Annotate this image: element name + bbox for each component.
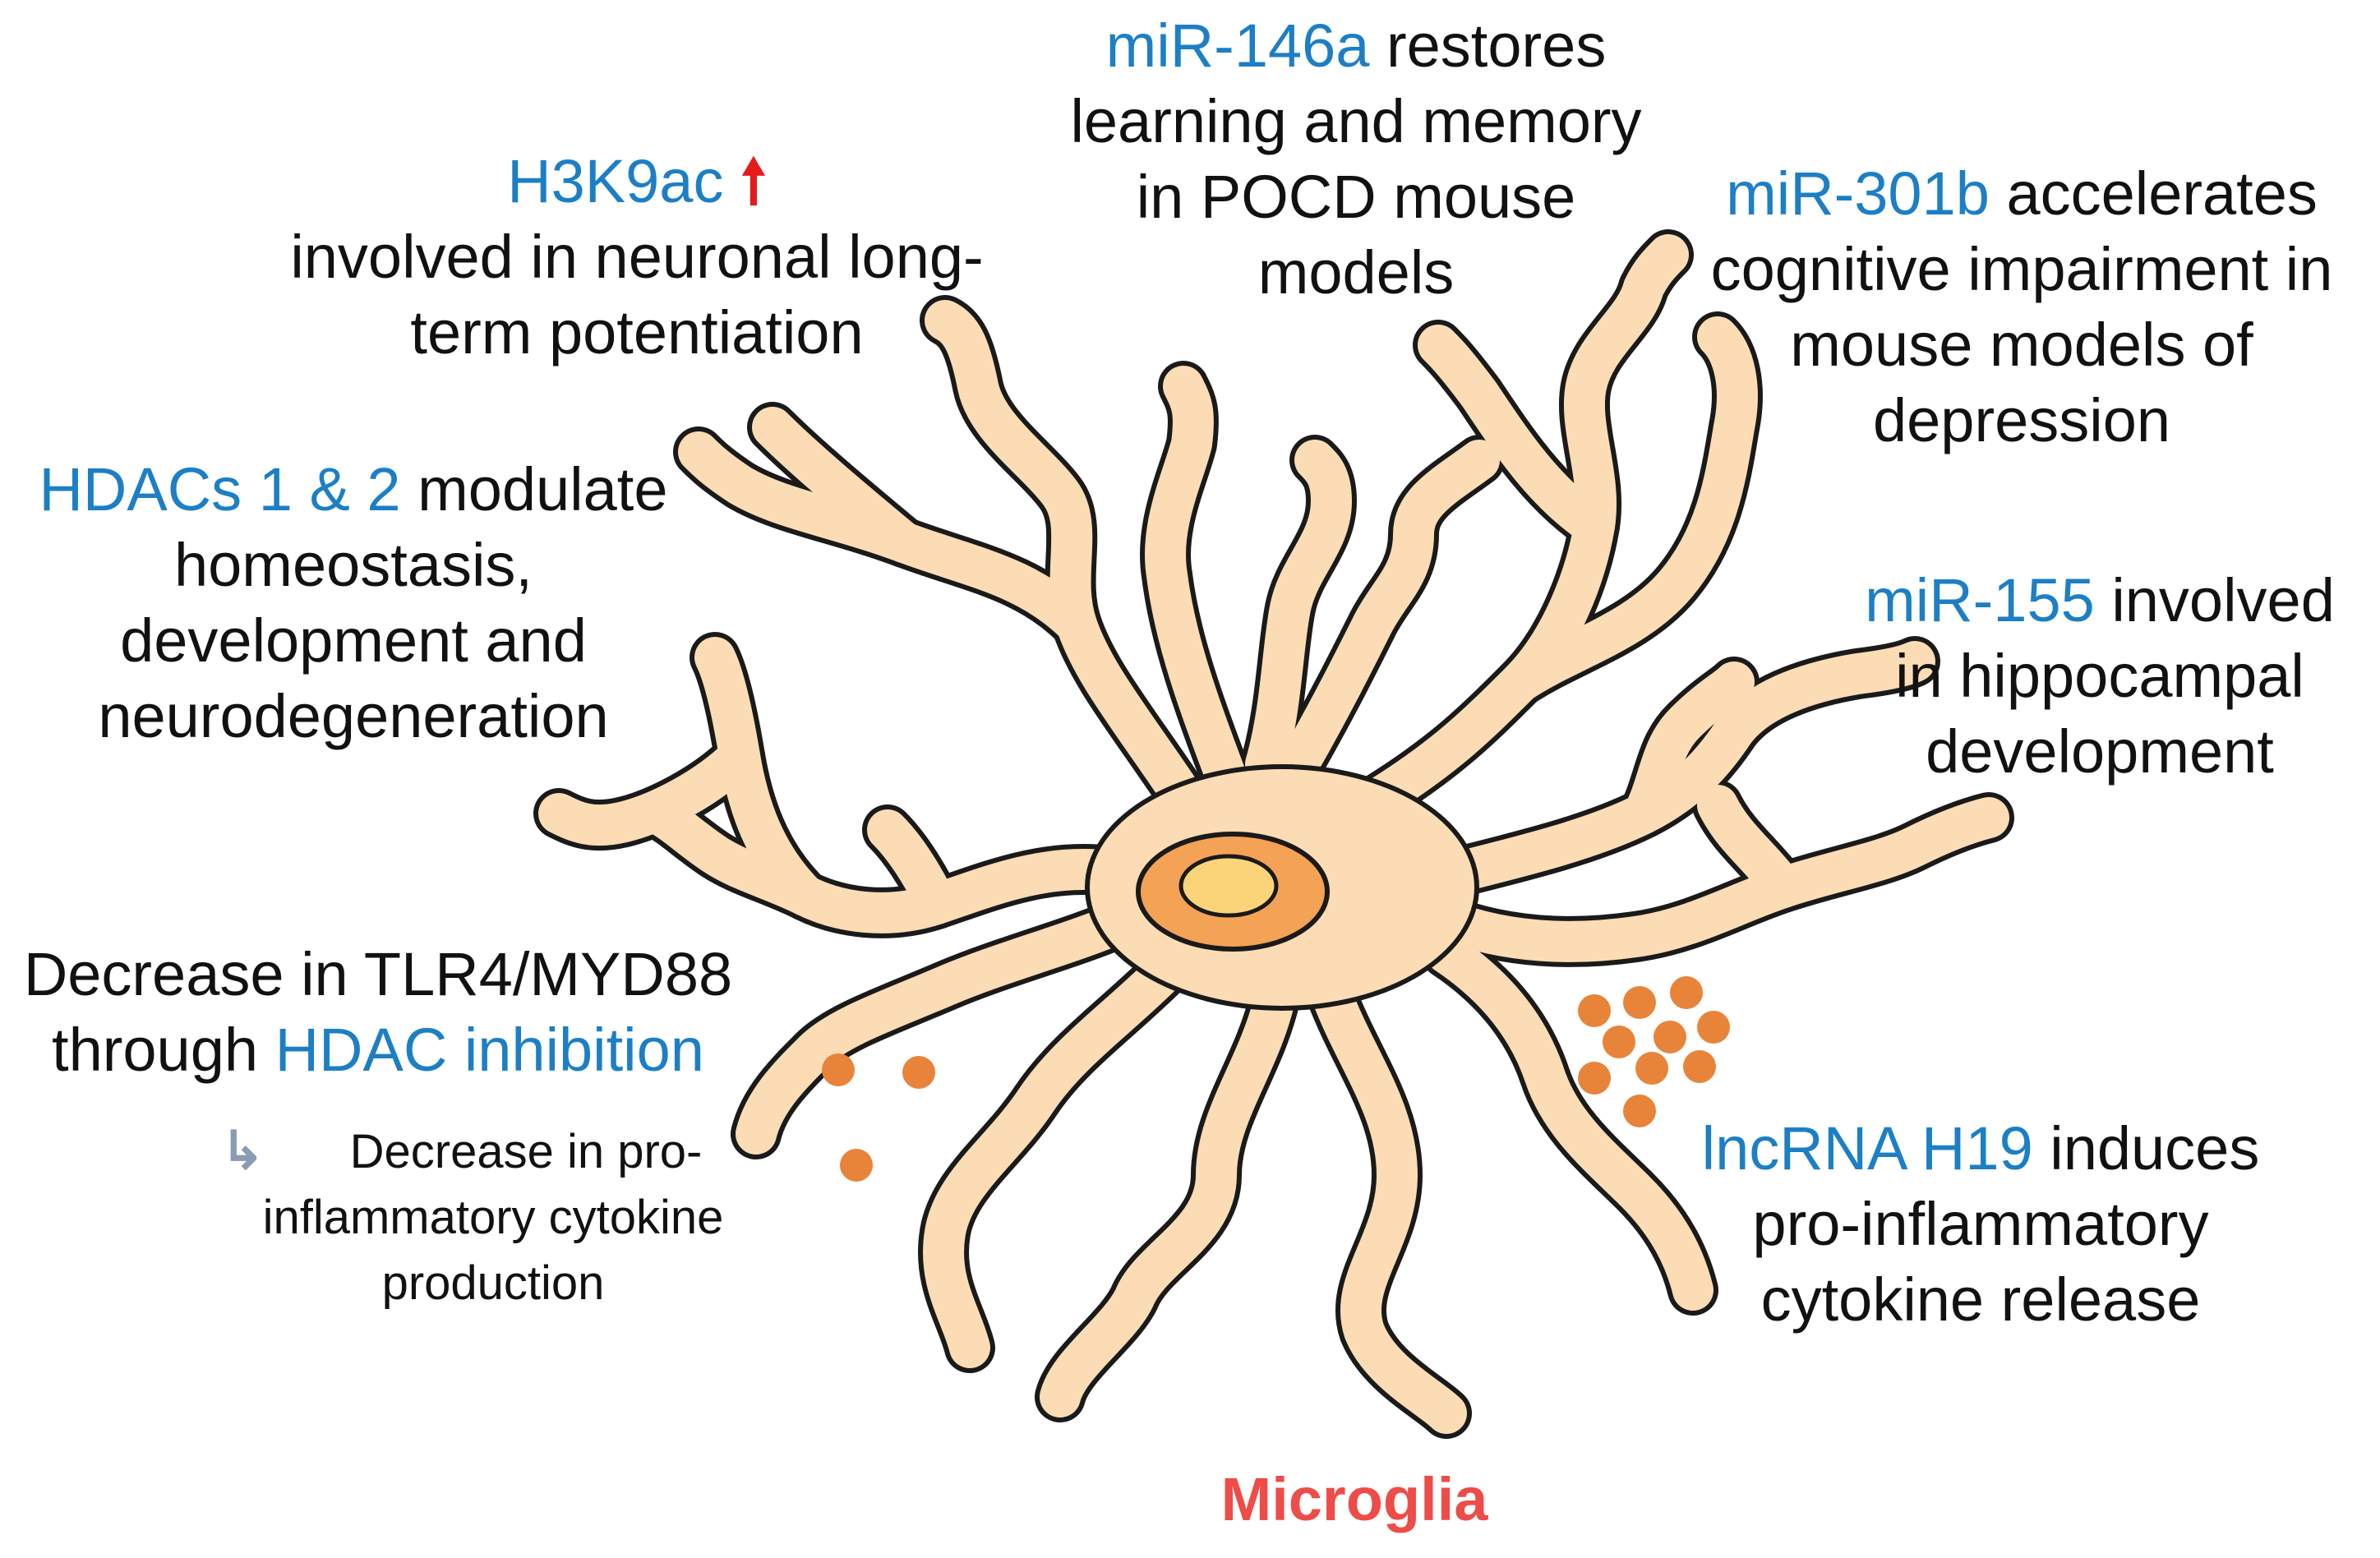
cytokine-production-line3: production xyxy=(381,1256,605,1310)
process-upper-right-sub xyxy=(1418,325,1615,546)
tlr4-line2-pre: through xyxy=(52,1016,275,1084)
hdacs-line1-rest: modulate xyxy=(400,455,668,523)
process-bottom-left xyxy=(923,949,1188,1368)
lncrna-line1: lncRNA H19 induces xyxy=(1668,1111,2293,1187)
mir146a-line3: in POCD mouse xyxy=(1136,163,1576,231)
annotation-h3k9ac: H3K9ac 🠕 involved in neuronal long- term… xyxy=(247,144,1027,371)
process-bottom-center xyxy=(1040,982,1294,1417)
process-top-mid xyxy=(1278,440,1500,785)
annotation-lncrna: lncRNA H19 induces pro-inflammatory cyto… xyxy=(1668,1111,2293,1338)
lncrna-term: lncRNA H19 xyxy=(1701,1114,2033,1182)
annotation-cytokine-production: Decrease in pro- inflammatory cytokine p… xyxy=(197,1119,789,1316)
mir301b-line3: mouse models of xyxy=(1790,311,2253,379)
tlr4-line1: Decrease in TLR4/MYD88 xyxy=(23,940,733,1008)
vesicles-left xyxy=(822,1053,935,1182)
h3k9ac-line2: term potentiation xyxy=(410,298,864,366)
vesicle xyxy=(1623,1095,1656,1127)
lncrna-line3: cytokine release xyxy=(1760,1265,2201,1334)
hdacs-line2: homeostasis, xyxy=(174,531,533,599)
hdacs-line3: development and xyxy=(120,606,587,675)
vesicle xyxy=(1670,976,1703,1009)
hdacs-line4: neurodegeneration xyxy=(98,682,609,750)
cytokine-production-line2: inflammatory cytokine xyxy=(262,1191,724,1244)
mir155-line2: in hippocampal xyxy=(1895,642,2304,710)
mir155-line1-rest: involved xyxy=(2094,566,2335,634)
bent-arrow-icon: ↳ xyxy=(220,1121,265,1180)
process-upper-left-long xyxy=(925,300,1204,818)
mir301b-line1: miR-301b accelerates xyxy=(1685,156,2359,232)
mir301b-line2: cognitive impairment in xyxy=(1710,235,2333,303)
h3k9ac-line1: involved in neuronal long- xyxy=(290,223,984,291)
process-bottom-right-long xyxy=(1311,974,1467,1434)
mir146a-line1: miR-146a restores xyxy=(970,8,1742,84)
process-right-mid xyxy=(1442,641,1935,892)
annotation-mir301b: miR-301b accelerates cognitive impairmen… xyxy=(1685,156,2359,459)
mir146a-term: miR-146a xyxy=(1105,12,1370,80)
mir301b-term: miR-301b xyxy=(1726,159,1990,228)
process-left-tip xyxy=(538,735,760,846)
mir146a-line2: learning and memory xyxy=(1070,87,1642,155)
hdacs-line1: HDACs 1 & 2 modulate xyxy=(8,452,699,528)
process-upper-right-long xyxy=(1360,234,1689,818)
hdacs-term: HDACs 1 & 2 xyxy=(39,455,401,523)
tlr4-line2: through HDAC inhibition xyxy=(8,1012,748,1088)
mir146a-line4: models xyxy=(1257,238,1455,307)
mir155-line3: development xyxy=(1926,717,2274,786)
process-right-branch xyxy=(1623,661,1755,834)
process-upper-left-tip xyxy=(752,407,925,563)
annotation-tlr4: Decrease in TLR4/MYD88 through HDAC inhi… xyxy=(8,937,748,1088)
process-right-lower xyxy=(1426,797,2009,962)
vesicle xyxy=(1603,1026,1635,1058)
mir155-line1: miR-155 involved xyxy=(1833,563,2367,638)
mir146a-line1-rest: restores xyxy=(1369,12,1607,80)
process-left-short xyxy=(867,809,957,924)
vesicle xyxy=(1578,994,1611,1027)
process-right-bottom xyxy=(1426,933,1714,1311)
mir301b-line1-rest: accelerates xyxy=(1989,159,2318,228)
microglia-processes xyxy=(533,229,2014,1439)
mir301b-line4: depression xyxy=(1872,386,2170,454)
vesicle xyxy=(1654,1021,1686,1053)
nucleus xyxy=(1136,832,1330,952)
vesicle xyxy=(902,1056,935,1089)
vesicles-right xyxy=(1578,976,1730,1127)
red-up-arrow-icon: 🠕 xyxy=(740,147,767,215)
annotation-mir146a: miR-146a restores learning and memory in… xyxy=(970,8,1742,311)
lncrna-line2: pro-inflammatory xyxy=(1752,1190,2209,1258)
h3k9ac-heading: H3K9ac 🠕 xyxy=(247,144,1027,219)
vesicle xyxy=(1697,1011,1730,1044)
process-top-left xyxy=(1145,366,1245,793)
process-top-right xyxy=(1245,440,1352,785)
nucleus-inner xyxy=(1178,854,1279,918)
process-left-lower xyxy=(736,900,1146,1155)
annotation-mir155: miR-155 involved in hippocampal developm… xyxy=(1833,563,2367,790)
mir155-term: miR-155 xyxy=(1865,566,2095,634)
vesicle xyxy=(1683,1050,1716,1083)
vesicle xyxy=(822,1053,855,1086)
vesicle xyxy=(1623,986,1656,1019)
diagram-title: Microglia xyxy=(1220,1465,1488,1533)
h3k9ac-term: H3K9ac xyxy=(507,147,724,215)
annotation-hdacs: HDACs 1 & 2 modulate homeostasis, develo… xyxy=(8,452,699,754)
vesicle xyxy=(1578,1062,1611,1095)
process-right-lower-branch xyxy=(1697,785,1804,908)
vesicle xyxy=(840,1149,873,1182)
process-upper-right-branch xyxy=(1500,316,1758,703)
lncrna-line1-rest: induces xyxy=(2032,1114,2260,1182)
cytokine-production-line1: Decrease in pro- xyxy=(349,1125,703,1178)
tlr4-term: HDAC inhibition xyxy=(274,1016,704,1084)
vesicle xyxy=(1635,1052,1668,1085)
